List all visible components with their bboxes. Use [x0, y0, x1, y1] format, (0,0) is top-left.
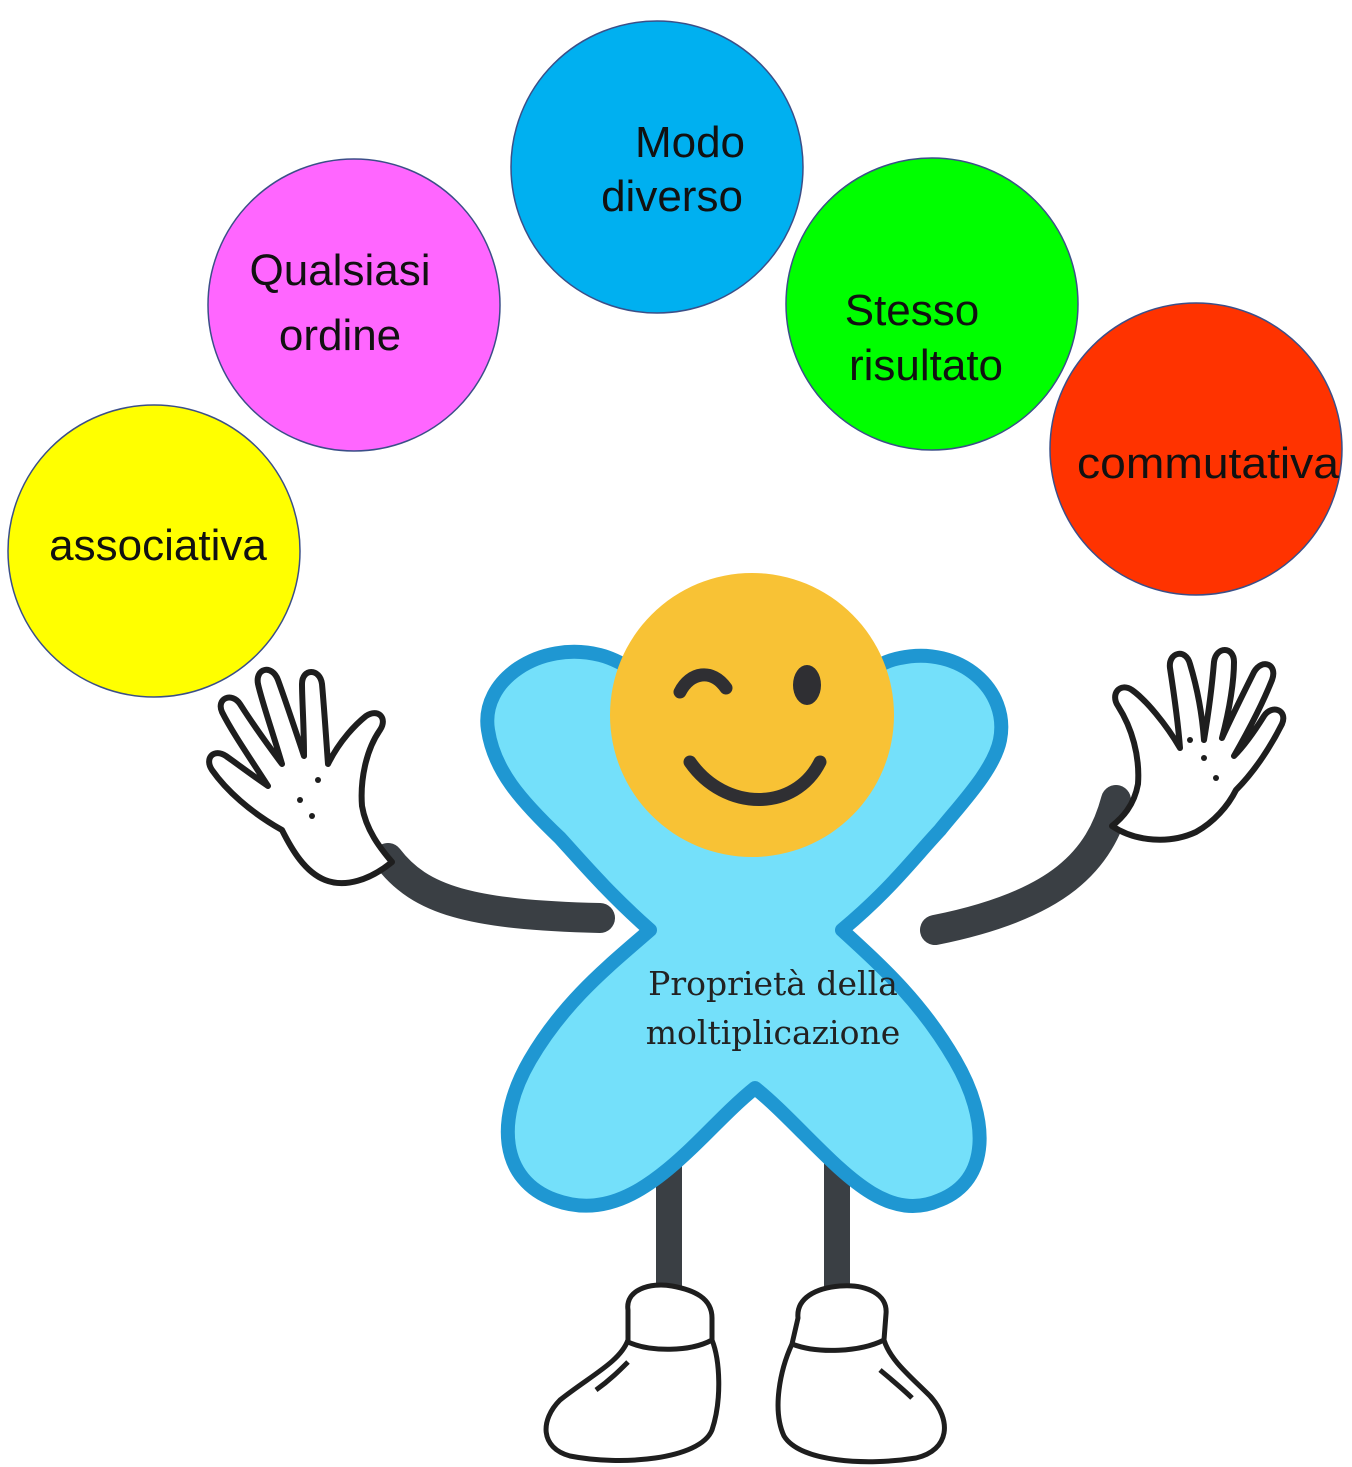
left-shoe: [543, 1282, 722, 1463]
right-glove: [1109, 647, 1287, 843]
left-glove: [206, 667, 395, 887]
open-eye: [793, 665, 821, 705]
bubble-label-line2: ordine: [279, 311, 401, 360]
bubble-qualsiasi-ordine: Qualsiasi ordine: [207, 158, 501, 452]
bubble-label-line1: Modo: [635, 118, 745, 167]
bubble-commutativa: commutativa: [1049, 302, 1343, 596]
body-label-line1: Proprietà della: [648, 964, 898, 1003]
mascot-face: [610, 573, 894, 857]
smile: [683, 755, 827, 806]
body-label-line2: moltiplicazione: [646, 1013, 901, 1052]
bubble-associativa: associativa: [7, 404, 301, 698]
bubble-modo-diverso: Modo diverso: [510, 20, 804, 314]
bubble-label-line1: Qualsiasi: [250, 246, 431, 295]
bubble-label-line2: risultato: [849, 341, 1003, 390]
right-shoe: [775, 1283, 947, 1465]
bubble-stesso-risultato: Stesso risultato: [785, 157, 1079, 451]
bubble-label-line2: diverso: [601, 172, 743, 221]
bubble-label-line1: Stesso: [845, 286, 980, 335]
bubble-label: associativa: [49, 521, 267, 570]
mascot-arms: [373, 785, 1131, 945]
winking-eye: [673, 668, 733, 699]
bubble-label: commutativa: [1077, 439, 1340, 488]
